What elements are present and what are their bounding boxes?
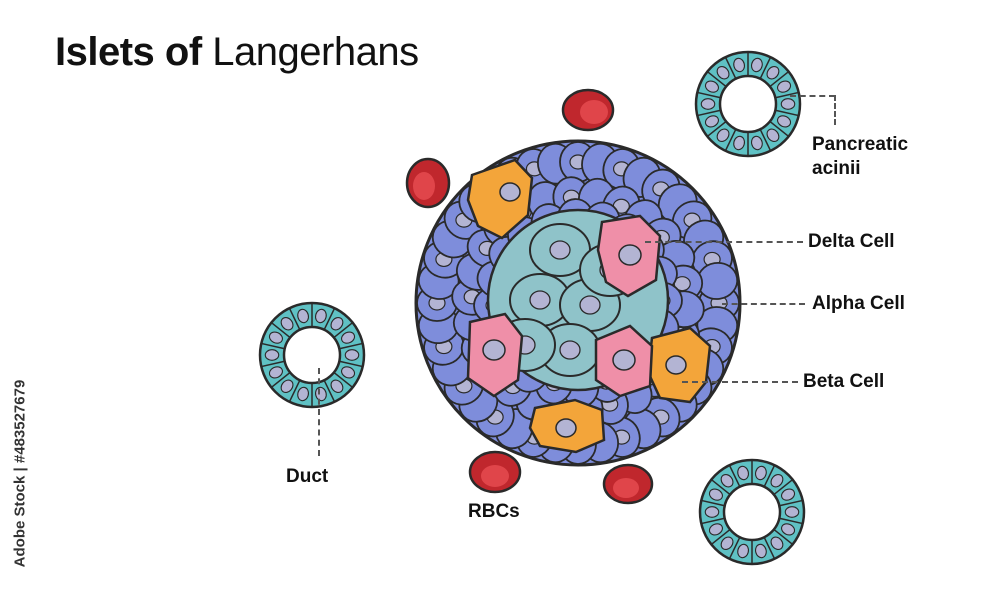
leader-acinii-h <box>790 95 835 97</box>
leader-beta <box>682 381 798 383</box>
leader-acinii-v <box>834 95 836 125</box>
acinus-top-right <box>694 50 802 158</box>
label-alpha-cell: Alpha Cell <box>812 293 905 314</box>
page-title: Islets of Langerhans <box>55 30 419 75</box>
label-pancreatic-line2: acinii <box>812 158 861 179</box>
label-duct: Duct <box>286 466 329 487</box>
label-pancreatic-line1: Pancreatic <box>812 134 909 155</box>
label-beta-cell: Beta Cell <box>803 371 885 392</box>
acini-and-duct <box>258 50 806 566</box>
acinus-bottom-right <box>698 458 806 566</box>
islet <box>414 139 742 467</box>
stock-credit-text: Adobe Stock | #483527679 <box>11 379 29 568</box>
title-light: Langerhans <box>212 30 419 74</box>
title-bold: Islets of <box>55 30 202 74</box>
label-pancreatic-acinii: Pancreatic acinii <box>812 133 908 181</box>
stock-credit: Adobe Stock | #483527679 <box>10 360 30 590</box>
delta-cells <box>466 214 662 398</box>
duct-ring <box>258 301 366 409</box>
leader-duct <box>318 368 320 456</box>
beta-cells <box>466 158 712 454</box>
leader-alpha <box>722 303 805 305</box>
label-delta-cell: Delta Cell <box>808 231 895 252</box>
leader-delta <box>645 241 803 243</box>
label-rbcs: RBCs <box>468 501 520 522</box>
red-blood-cells <box>405 88 654 505</box>
